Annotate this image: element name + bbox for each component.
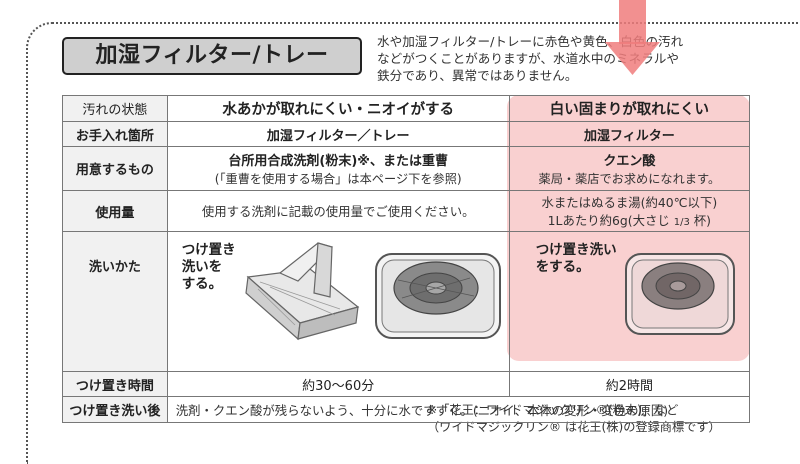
row-label-prepare: 用意するもの — [62, 146, 168, 191]
description-line: 水や加湿フィルター/トレーに赤色や黄色、白色の汚れ — [377, 34, 684, 49]
filter-tray-illustration — [245, 242, 359, 341]
description-line: 鉄分であり、異常ではありません。 — [377, 68, 578, 83]
care-part-col1: 加湿フィルター／トレー — [166, 121, 510, 147]
soaking-basin-illustration — [624, 253, 735, 335]
wash-col2: つけ置き洗い をする。 — [508, 231, 751, 372]
wash-col2-line: をする。 — [535, 259, 590, 275]
row-label-wash: 洗いかた — [62, 231, 168, 372]
prepare-col2-sub: 薬局・薬店でお求めになれます。 — [538, 172, 721, 186]
care-part-col2: 加湿フィルター — [508, 121, 751, 147]
prepare-col1: 台所用合成洗剤(粉末)※、または重曹 (「重曹を使用する場合」は本ページ下を参照… — [166, 146, 510, 191]
wash-col2-line: つけ置き洗い — [535, 242, 617, 258]
description: 水や加湿フィルター/トレーに赤色や黄色、白色の汚れ などがつくことがありますが、… — [377, 33, 752, 84]
prepare-col1-main: 台所用合成洗剤(粉末)※、または重曹 — [228, 154, 448, 169]
prepare-col2-main: クエン酸 — [603, 154, 656, 169]
section-frame — [26, 22, 800, 464]
row-label-amount: 使用量 — [62, 190, 168, 232]
down-arrow-icon — [605, 0, 660, 75]
description-line: などがつくことがありますが、水道水中のミネラルや — [377, 51, 679, 66]
wash-col1-line: 洗いを — [181, 259, 223, 275]
row-label-soak-time: つけ置き時間 — [62, 371, 168, 397]
prepare-col2: クエン酸 薬局・薬店でお求めになれます。 — [508, 146, 751, 191]
cleaning-table: 汚れの状態 水あかが取れにくい・ニオイがする 白い固まりが取れにくい お手入れ箇… — [62, 95, 751, 423]
amount-col2-end: 杯) — [693, 213, 712, 228]
row-label-care-part: お手入れ箇所 — [62, 121, 168, 147]
soak-time-col2: 約2時間 — [508, 371, 751, 397]
wash-col1: つけ置き 洗いを する。 — [166, 231, 510, 372]
wash-col1-text: つけ置き 洗いを する。 — [182, 242, 236, 293]
header-label: 汚れの状態 — [62, 95, 168, 122]
row-label-after: つけ置き洗い後 — [62, 396, 168, 423]
soaking-basin-illustration — [374, 253, 501, 339]
amount-col2-fraction: 1/3 — [673, 217, 690, 228]
wash-col1-line: する。 — [181, 276, 223, 292]
after-text: 洗剤・クエン酸が残らないよう、十分に水ですすぐ。(ニオイ、本体の変形・変色の原因… — [166, 396, 751, 423]
amount-col1: 使用する洗剤に記載の使用量でご使用ください。 — [166, 190, 510, 232]
amount-col2-line2: 1Lあたり約6g(大さじ 1/3 杯) — [510, 211, 749, 229]
section-title: 加湿フィルター/トレー — [62, 37, 362, 75]
amount-col2-text: 1Lあたり約6g(大さじ — [547, 213, 670, 228]
wash-col2-text: つけ置き洗い をする。 — [536, 242, 617, 276]
amount-col2-line1: 水またはぬるま湯(約40℃以下) — [541, 195, 718, 210]
amount-col2: 水またはぬるま湯(約40℃以下) 1Lあたり約6g(大さじ 1/3 杯) — [508, 190, 751, 232]
prepare-col1-sub: (「重曹を使用する場合」は本ページ下を参照) — [214, 172, 462, 186]
wash-col1-line: つけ置き — [181, 242, 236, 258]
col2-header: 白い固まりが取れにくい — [508, 95, 751, 122]
footnote-line: （ワイドマジックリン® は花王(株)の登録商標です） — [427, 420, 721, 434]
soak-time-col1: 約30～60分 — [166, 371, 510, 397]
col1-header: 水あかが取れにくい・ニオイがする — [166, 95, 510, 122]
